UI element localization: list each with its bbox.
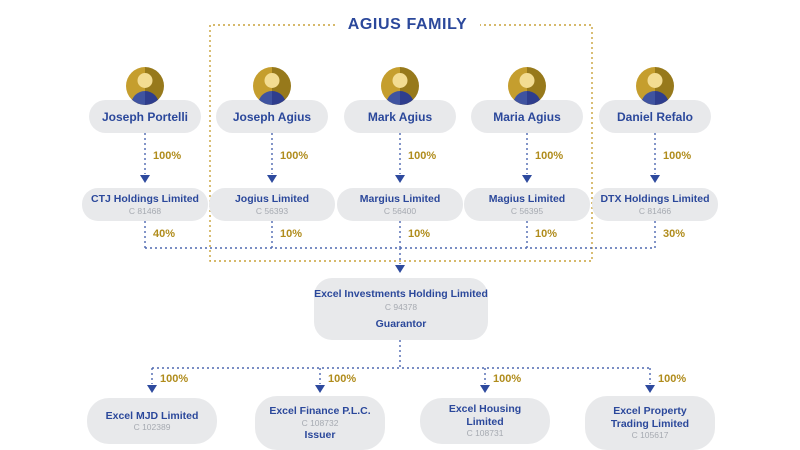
avatar-head — [392, 73, 408, 88]
person-name-box: Maria Agius — [471, 100, 583, 133]
company-box: Magius Limited C 56395 — [464, 188, 590, 221]
avatar-head — [264, 73, 280, 88]
avatar-body — [386, 91, 414, 105]
subsidiary-percent-label: 100% — [328, 373, 357, 385]
company-name: Jogius Limited — [234, 193, 310, 206]
person-name-box: Mark Agius — [344, 100, 456, 133]
person-name: Joseph Agius — [232, 109, 312, 124]
subsidiary-box: Excel Housing Limited C 108731 — [420, 398, 550, 444]
ownership-percent-label: 100% — [280, 150, 309, 162]
company-name: Magius Limited — [488, 193, 566, 206]
company-name: Excel Housing Limited — [448, 403, 522, 428]
avatar-body — [513, 91, 541, 105]
company-name: CTJ Holdings Limited — [91, 193, 199, 206]
company-name: Excel MJD Limited — [105, 409, 199, 422]
subsidiary-box: Excel Property Trading Limited C 105617 — [585, 396, 715, 450]
holding-stake-percent-label: 10% — [535, 228, 558, 240]
subsidiary-percent-label: 100% — [493, 373, 522, 385]
guarantor-company-box: Excel Investments Holding Limited C 9437… — [314, 278, 488, 340]
company-box: DTX Holdings Limited C 81466 — [592, 188, 718, 221]
company-box: CTJ Holdings Limited C 81468 — [82, 188, 208, 221]
company-name: DTX Holdings Limited — [600, 193, 710, 206]
holding-stake-percent-label: 40% — [153, 228, 176, 240]
avatar-body — [641, 91, 669, 105]
person-name-box: Joseph Agius — [216, 100, 328, 133]
holding-stake-percent-label: 10% — [280, 228, 303, 240]
ownership-percent-label: 100% — [535, 150, 564, 162]
avatar-head — [647, 73, 663, 88]
company-name: Excel Investments Holding Limited — [314, 288, 488, 301]
subsidiary-percent-label: 100% — [160, 373, 189, 385]
subsidiary-percent-label: 100% — [658, 373, 687, 385]
avatar-body — [131, 91, 159, 105]
company-registration: C 108731 — [466, 428, 504, 439]
avatar-body — [258, 91, 286, 105]
person-avatar-icon — [508, 67, 546, 105]
company-registration: C 102389 — [133, 422, 171, 433]
family-group-title: AGIUS FAMILY — [347, 16, 468, 33]
holding-stake-percent-label: 10% — [408, 228, 431, 240]
company-registration: C 56393 — [255, 205, 289, 216]
person-name: Joseph Portelli — [101, 109, 189, 124]
ownership-percent-label: 100% — [663, 150, 692, 162]
arrowheads — [140, 175, 660, 393]
company-registration: C 81466 — [638, 205, 672, 216]
company-registration: C 81468 — [128, 205, 162, 216]
company-box: Margius Limited C 56400 — [337, 188, 463, 221]
subsidiary-box: Excel MJD Limited C 102389 — [87, 398, 217, 444]
person-name: Daniel Refalo — [616, 109, 694, 124]
person-name-box: Daniel Refalo — [599, 100, 711, 133]
family-group-border — [209, 24, 593, 262]
person-avatar-icon — [253, 67, 291, 105]
person-avatar-icon — [381, 67, 419, 105]
subsidiary-box: Excel Finance P.L.C. C 108732 Issuer — [255, 396, 385, 450]
company-name: Excel Finance P.L.C. — [269, 405, 371, 418]
ownership-lines — [144, 133, 656, 384]
avatar-head — [137, 73, 153, 88]
person-name: Maria Agius — [493, 109, 561, 124]
company-registration: C 108732 — [301, 417, 339, 428]
company-registration: C 56395 — [510, 205, 544, 216]
company-registration: C 56400 — [383, 205, 417, 216]
person-avatar-icon — [126, 67, 164, 105]
person-name-box: Joseph Portelli — [89, 100, 201, 133]
company-role: Issuer — [304, 428, 336, 441]
company-box: Jogius Limited C 56393 — [209, 188, 335, 221]
company-registration: C 105617 — [631, 430, 669, 441]
ownership-percent-label: 100% — [153, 150, 182, 162]
holding-stake-percent-label: 30% — [663, 228, 686, 240]
ownership-percent-label: 100% — [408, 150, 437, 162]
company-registration: C 94378 — [384, 301, 418, 312]
person-name: Mark Agius — [367, 109, 433, 124]
person-avatar-icon — [636, 67, 674, 105]
company-name: Margius Limited — [359, 193, 441, 206]
company-name: Excel Property Trading Limited — [610, 405, 690, 430]
avatar-head — [519, 73, 535, 88]
company-role: Guarantor — [375, 317, 427, 330]
